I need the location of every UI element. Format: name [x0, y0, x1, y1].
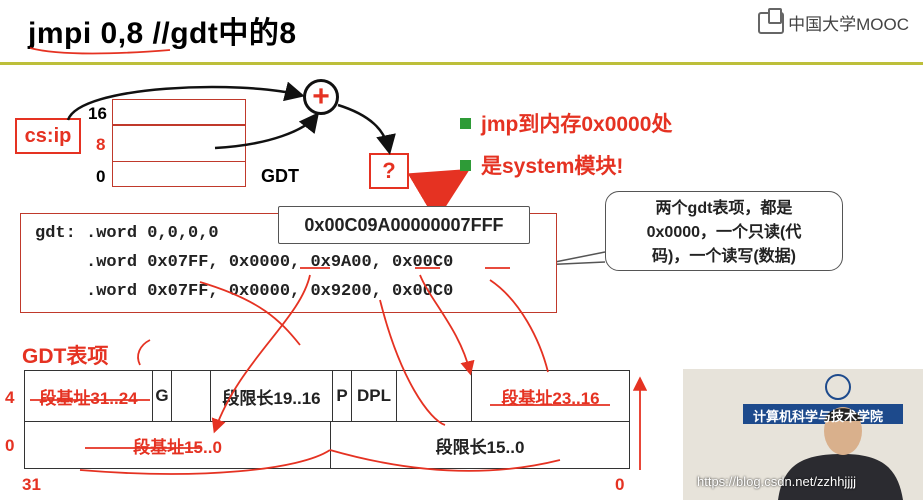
bullet-jmp-text: jmp到内存0x0000处 — [481, 113, 673, 136]
offset-16-label: 16 — [88, 104, 107, 123]
bullet-square-icon — [460, 117, 471, 129]
offset-8-label: 8 — [96, 135, 106, 154]
bullet-system-text: 是system模块! — [481, 155, 624, 178]
bullet-square-icon — [460, 159, 471, 171]
gdt-label: GDT — [261, 166, 299, 186]
bit-31-label: 31 — [22, 475, 41, 494]
code-line-3: .word 0x07FF, 0x0000, 0x9200, 0x00C0 — [35, 282, 454, 301]
cell-base-15-0: 段基址15..0 — [24, 421, 331, 469]
register-slot-16 — [112, 99, 246, 125]
row-label-0: 0 — [5, 436, 15, 455]
slide-title: jmpi 0,8 //gdt中的8 — [28, 17, 297, 50]
callout-line-2: 0x0000，一个只读(代 — [646, 224, 802, 241]
title-underline — [0, 62, 923, 65]
lecturer-figure — [683, 369, 923, 500]
gdt-code-block: gdt: .word 0,0,0,0 .word 0x07FF, 0x0000,… — [20, 213, 557, 313]
callout-line-1: 两个gdt表项，都是 — [655, 200, 793, 217]
explanation-callout: 两个gdt表项，都是 0x0000，一个只读(代 码)，一个读写(数据) — [605, 191, 843, 271]
offset-0-label: 0 — [96, 167, 106, 186]
cell-reserved — [171, 370, 211, 422]
mooc-logo: 中国大学MOOC — [758, 7, 909, 35]
gdt-entry-title: GDT表项 — [22, 345, 109, 368]
video-banner: 计算机科学与技术学院 — [753, 409, 884, 424]
cs-ip-box: cs:ip — [15, 118, 81, 154]
mooc-logo-icon — [758, 7, 785, 34]
register-slot-gap — [112, 148, 246, 161]
lecturer-video: 计算机科学与技术学院 https://blog.csdn.net/zzhhjjj… — [683, 369, 923, 500]
mooc-logo-text: 中国大学MOOC — [788, 15, 909, 34]
watermark-url: https://blog.csdn.net/zzhhjjjj — [697, 474, 856, 489]
bullet-jmp: jmp到内存0x0000处 — [460, 108, 672, 138]
cell-dpl: DPL — [351, 370, 397, 422]
cell-base-31-24: 段基址31..24 — [24, 370, 153, 422]
hex-value-box: 0x00C09A00000007FFF — [278, 206, 530, 244]
code-line-1: gdt: .word 0,0,0,0 — [35, 224, 219, 243]
row-label-4: 4 — [5, 388, 15, 407]
bullet-system: 是system模块! — [460, 150, 623, 180]
cell-limit-15-0: 段限长15..0 — [330, 421, 630, 469]
bit-0-label: 0 — [615, 475, 625, 494]
register-slot-0 — [112, 161, 246, 187]
cell-base-23-16: 段基址23..16 — [471, 370, 630, 422]
callout-line-3: 码)，一个读写(数据) — [652, 248, 796, 265]
